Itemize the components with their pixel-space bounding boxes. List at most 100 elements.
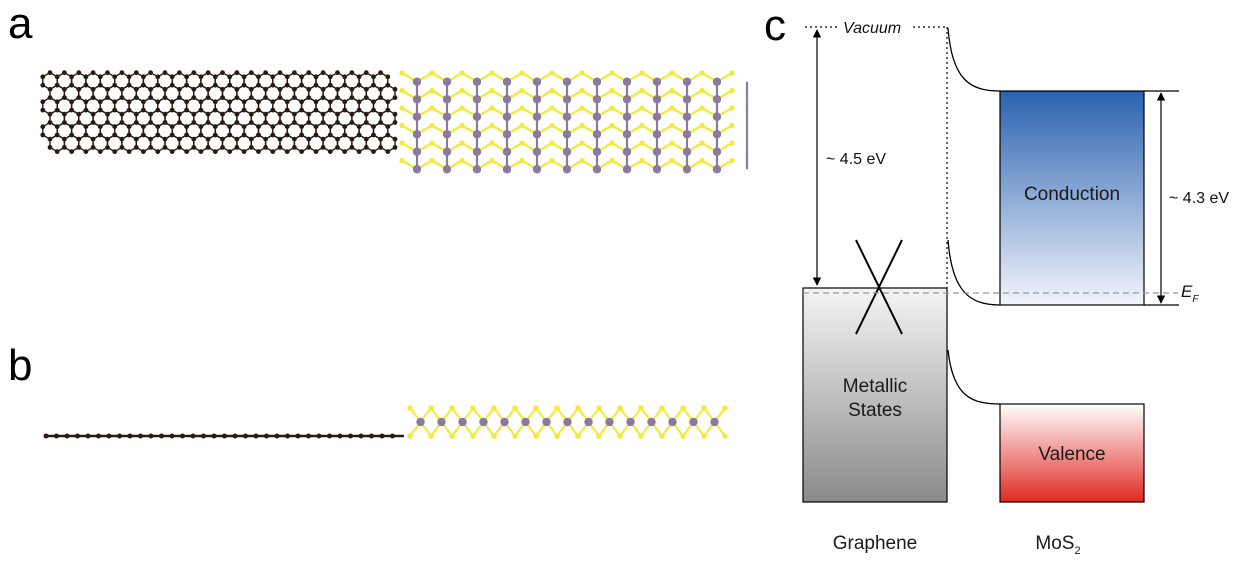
- sulfur-atom: [609, 70, 615, 76]
- sulfur-atom: [489, 87, 495, 94]
- sulfur-atom: [429, 122, 435, 129]
- sulfur-atom: [617, 433, 623, 439]
- panel-label-a: a: [8, 0, 33, 48]
- molybdenum-atom: [710, 417, 719, 427]
- metallic-states-label-line1: Metallic: [843, 376, 907, 397]
- molybdenum-atom: [442, 95, 452, 104]
- carbon-atom: [90, 136, 96, 142]
- graphene-hexagon: [365, 134, 382, 153]
- sulfur-atom: [428, 433, 434, 439]
- carbon-atom: [277, 136, 283, 142]
- carbon-atom: [292, 145, 297, 150]
- carbon-atom: [349, 111, 355, 117]
- carbon-atom: [342, 74, 348, 80]
- molybdenum-atom: [532, 95, 542, 104]
- molybdenum-atom: [592, 77, 602, 86]
- graphene-hexagon: [49, 134, 66, 153]
- carbon-atom: [220, 145, 225, 150]
- carbon-atom: [306, 111, 312, 117]
- carbon-atom: [385, 132, 391, 138]
- sulfur-atom: [639, 105, 645, 111]
- sulfur-atom: [470, 433, 476, 439]
- carbon-atom: [155, 132, 161, 138]
- carbon-atom: [299, 99, 304, 105]
- carbon-atom: [327, 107, 333, 113]
- carbon-atom: [263, 120, 268, 125]
- carbon-atom: [335, 86, 340, 92]
- fermi-level-symbol: E: [1181, 282, 1193, 301]
- carbon-atom: [270, 132, 276, 138]
- carbon-atom: [69, 124, 74, 129]
- carbon-atom: [295, 433, 301, 439]
- carbon-atom: [363, 70, 369, 76]
- sulfur-atom: [638, 405, 644, 411]
- carbon-atom: [212, 82, 218, 88]
- carbon-atom: [119, 70, 125, 76]
- graphene-hexagon: [164, 134, 181, 153]
- carbon-atom: [90, 120, 96, 125]
- molybdenum-atom: [472, 95, 482, 104]
- carbon-atom: [97, 149, 103, 155]
- molybdenum-atom: [532, 165, 542, 174]
- carbon-atom: [284, 99, 290, 105]
- carbon-atom: [155, 74, 161, 80]
- carbon-atom: [112, 82, 118, 88]
- carbon-atom: [148, 145, 154, 150]
- carbon-atom: [76, 136, 82, 142]
- carbon-atom: [390, 433, 395, 439]
- sulfur-atom: [407, 405, 413, 411]
- carbon-atom: [316, 433, 322, 439]
- carbon-atom: [270, 74, 276, 80]
- carbon-atom: [248, 111, 254, 117]
- carbon-atom: [184, 124, 190, 129]
- molybdenum-atom: [472, 165, 482, 174]
- carbon-atom: [270, 82, 276, 88]
- carbon-atom: [371, 82, 376, 88]
- sulfur-atom: [699, 122, 705, 129]
- carbon-atom: [253, 433, 259, 439]
- carbon-atom: [69, 132, 74, 138]
- carbon-atom: [342, 82, 348, 88]
- panel-label-b: b: [8, 341, 32, 390]
- sulfur-atom: [399, 87, 405, 94]
- molybdenum-atom: [682, 130, 692, 139]
- carbon-atom: [54, 74, 60, 80]
- carbon-atom: [47, 86, 53, 92]
- molybdenum-atom: [472, 77, 482, 86]
- carbon-atom: [385, 74, 391, 80]
- graphene-hexagon: [149, 134, 166, 153]
- carbon-atom: [227, 74, 233, 80]
- molybdenum-atom: [442, 130, 452, 139]
- carbon-atom: [363, 95, 369, 100]
- carbon-atom: [162, 145, 168, 150]
- carbon-atom: [119, 145, 125, 150]
- molybdenum-atom: [562, 147, 572, 156]
- sulfur-atom: [729, 122, 735, 129]
- carbon-atom: [85, 433, 91, 439]
- carbon-atom: [270, 99, 276, 105]
- carbon-atom: [133, 145, 139, 150]
- carbon-atom: [191, 111, 197, 117]
- graphene-hexagon: [121, 134, 138, 153]
- valence-band: [999, 403, 1145, 503]
- carbon-atom: [378, 120, 383, 125]
- sulfur-atom: [669, 122, 675, 129]
- carbon-atom: [371, 124, 376, 129]
- carbon-atom: [184, 132, 190, 138]
- sulfur-atom: [639, 70, 645, 76]
- carbon-atom: [155, 107, 161, 113]
- molybdenum-atom: [532, 147, 542, 156]
- carbon-atom: [105, 95, 110, 100]
- carbon-atom: [227, 82, 233, 88]
- sulfur-atom: [491, 433, 497, 439]
- molybdenum-atom: [416, 417, 425, 427]
- sulfur-atom: [549, 122, 555, 129]
- carbon-atom: [126, 124, 132, 129]
- carbon-atom: [284, 74, 290, 80]
- carbon-atom: [371, 74, 376, 80]
- carbon-atom: [263, 70, 268, 76]
- carbon-atom: [337, 433, 343, 439]
- molybdenum-atom: [652, 147, 662, 156]
- carbon-atom: [212, 99, 218, 105]
- carbon-atom: [274, 433, 280, 439]
